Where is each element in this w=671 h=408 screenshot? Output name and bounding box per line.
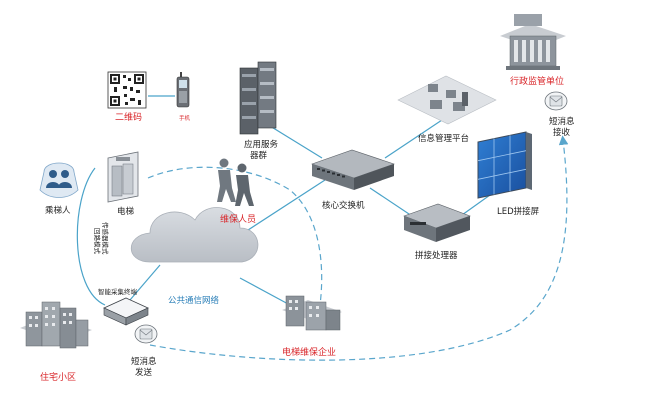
link-elevator-terminal [76,167,106,306]
led-wall-icon [477,131,532,199]
regulator-label: 行政监管单位 [510,75,564,87]
residential-label: 住宅小区 [40,371,76,383]
dashed-links [147,135,569,361]
maintenance-company-icon [282,295,342,331]
phone-icon [176,72,190,108]
elevator-icon [107,151,139,203]
link-server-switch [269,125,323,159]
link-switch-platform [384,117,446,159]
splice-processor-label: 拼接处理器 [415,250,458,261]
core-switch-icon [311,149,395,190]
dashed-elevator-maintainer [147,166,323,306]
passenger-label: 乘梯人 [45,205,71,216]
passenger-icon [39,162,79,198]
regulator-building-icon [500,14,566,70]
link-cloud-terminal [129,264,161,301]
solid-links [76,95,491,306]
info-platform-icon [397,75,497,125]
led-wall-label: LED拼接屏 [497,206,540,217]
link-cloud-company [239,277,291,306]
maintenance-company-label: 电梯维保企业 [282,346,336,358]
public-network-label: 公共通信网络 [168,295,220,306]
elevator-label: 电梯 [117,206,135,217]
splice-processor-icon [403,203,471,242]
residential-building-icon [20,301,92,349]
transmit-mode-line1: 传感器模式 [101,222,110,255]
sms-send-label-1: 短消息 [131,356,157,367]
server-cluster-icon [239,61,277,135]
dashed-sms-send-receive [149,135,569,361]
qr-code-label: 二维码 [115,111,142,123]
sms-receive-label-2: 接收 [553,127,571,138]
server-label-line1: 应用服务 [244,139,279,150]
sms-receive-icon [544,91,568,111]
phone-label: 手机 [179,114,191,122]
qr-code-icon [107,71,147,109]
public-network-cloud [131,207,259,263]
sms-receive-label-1: 短消息 [549,116,575,127]
terminal-icon [103,297,149,326]
maintainer-label: 维保人员 [220,213,256,225]
info-platform-label: 信息管理平台 [418,133,469,144]
sms-send-icon [134,324,158,344]
sms-send-label-2: 发送 [135,367,153,378]
maintainer-icon [217,158,254,206]
transmit-mode-line2: 回路模式 [93,228,102,255]
server-label-line2: 器群 [250,150,268,161]
core-switch-label: 核心交换机 [322,200,365,211]
terminal-label: 智能采集终端 [98,287,138,296]
